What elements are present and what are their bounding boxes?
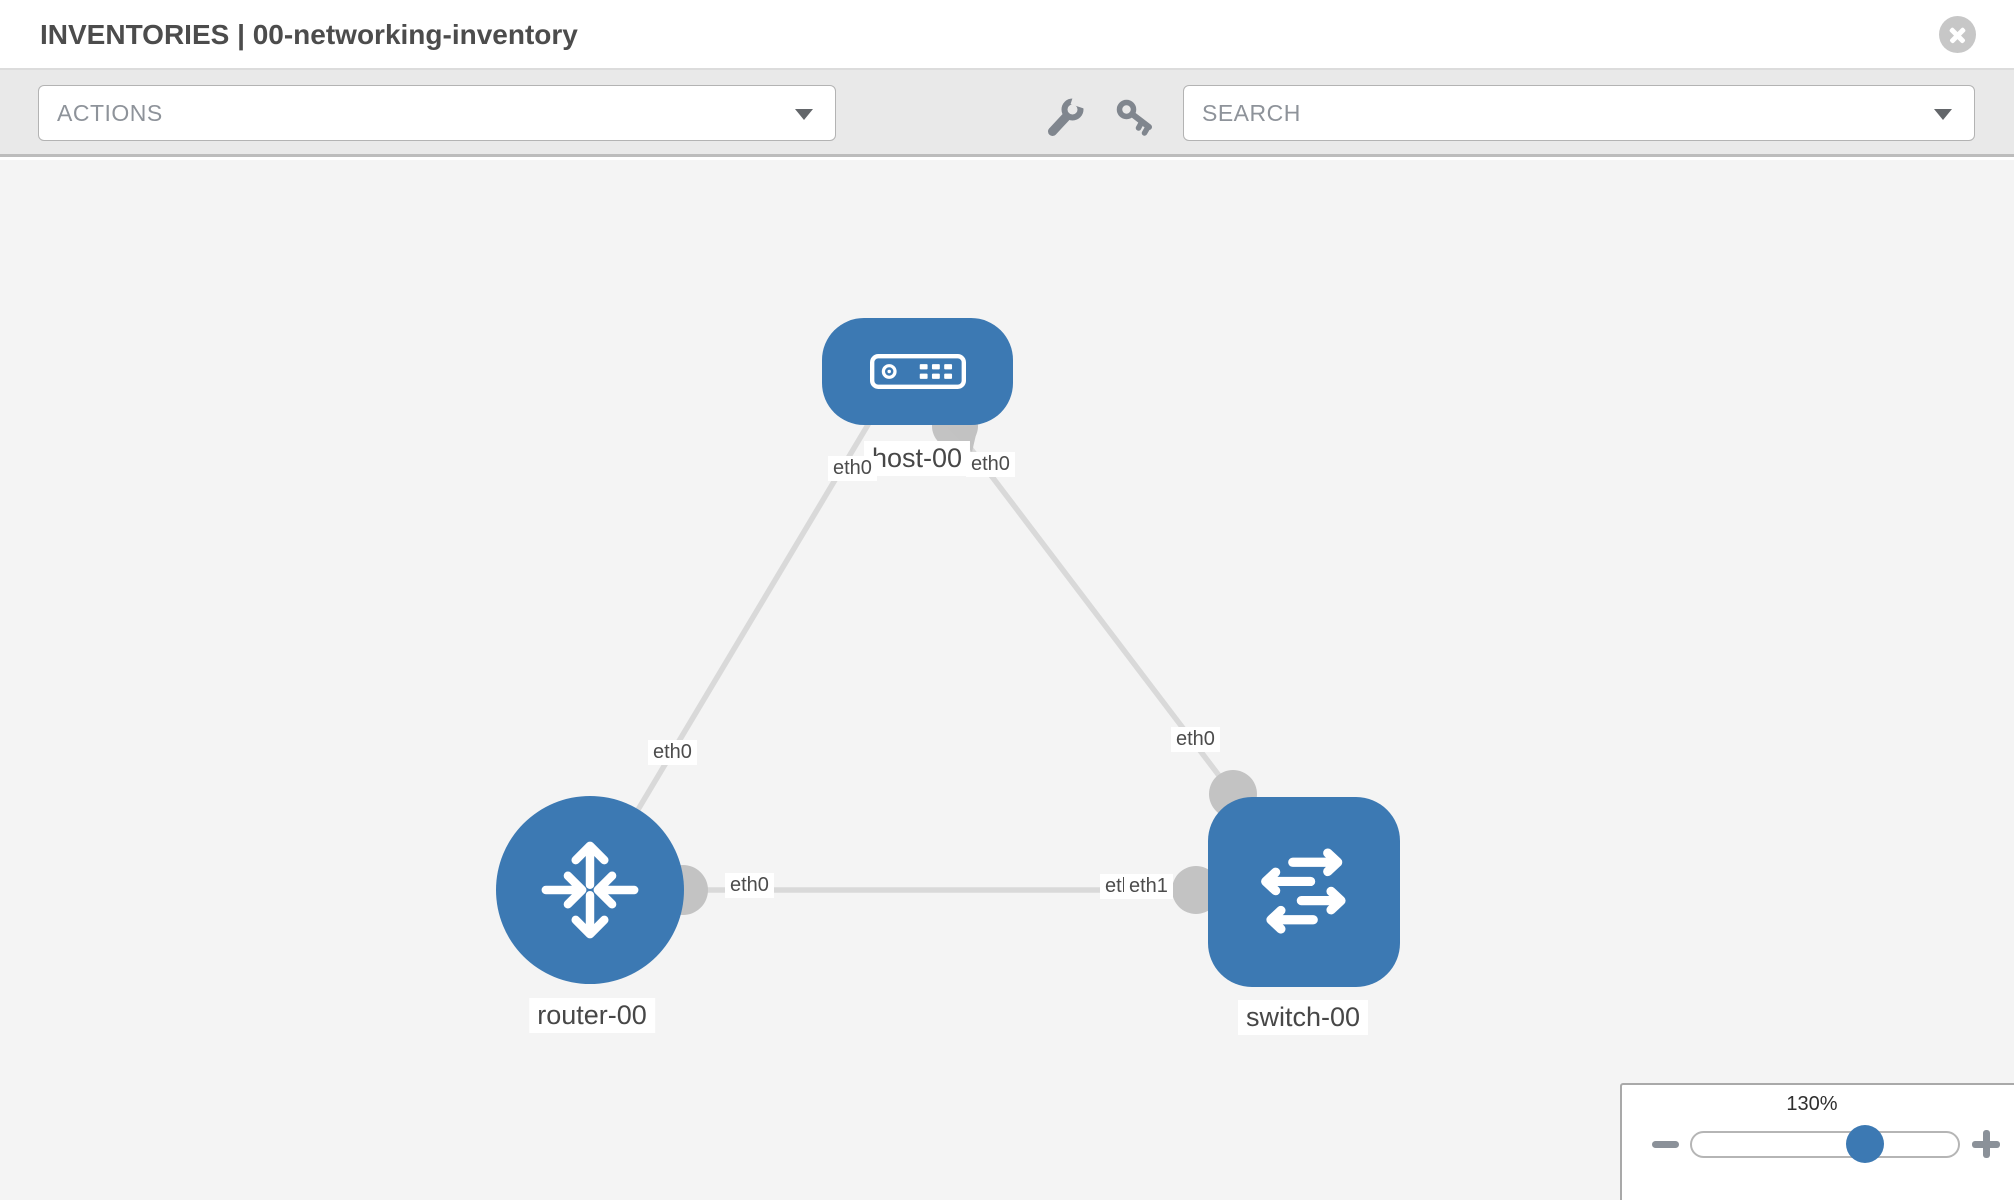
port-label-host-eth0-left: eth0: [828, 456, 877, 481]
port-label-switch-eth0-top: eth0: [1171, 727, 1220, 752]
port-label-router-eth0-right: eth0: [725, 873, 774, 898]
caret-down-icon: [1934, 109, 1952, 120]
port-label-switch-eth1: eth1: [1124, 874, 1173, 899]
node-router-00[interactable]: [496, 796, 684, 984]
toolbar: ACTIONS SEARCH: [0, 70, 2014, 157]
node-label-host: host-00: [863, 441, 971, 476]
server-icon: [869, 354, 966, 389]
port-label-host-eth0-right: eth0: [966, 452, 1015, 477]
close-button[interactable]: [1939, 16, 1976, 53]
node-label-switch: switch-00: [1237, 1000, 1369, 1035]
zoom-slider-track[interactable]: [1690, 1131, 1960, 1158]
router-arrows-icon: [541, 841, 639, 939]
switch-arrows-icon: [1261, 848, 1346, 934]
node-label-router: router-00: [529, 998, 655, 1033]
search-dropdown[interactable]: SEARCH: [1183, 85, 1975, 141]
zoom-panel: 130%: [1620, 1083, 2014, 1200]
port-label-router-eth0-top: eth0: [648, 740, 697, 765]
node-host-00[interactable]: [822, 318, 1013, 425]
actions-dropdown-label: ACTIONS: [57, 100, 163, 126]
wrench-icon[interactable]: [1046, 98, 1086, 138]
search-dropdown-label: SEARCH: [1202, 100, 1301, 126]
node-switch-00[interactable]: [1208, 797, 1400, 987]
zoom-slider-knob[interactable]: [1846, 1125, 1884, 1163]
minus-icon[interactable]: [1652, 1141, 1679, 1148]
zoom-level-value: 130%: [1786, 1093, 1838, 1115]
actions-dropdown[interactable]: ACTIONS: [38, 85, 836, 141]
key-icon[interactable]: [1114, 97, 1156, 139]
caret-down-icon: [795, 109, 813, 120]
header: INVENTORIES | 00-networking-inventory: [0, 0, 2014, 70]
topology-canvas[interactable]: [0, 160, 2014, 1200]
plus-icon[interactable]: [1972, 1130, 2000, 1158]
page-title: INVENTORIES | 00-networking-inventory: [40, 19, 578, 50]
